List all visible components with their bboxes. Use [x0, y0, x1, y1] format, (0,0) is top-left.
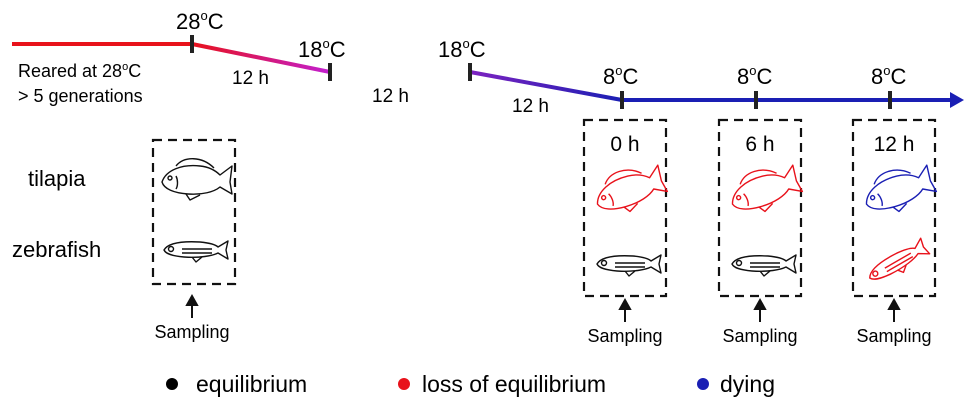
legend-label-dying: dying: [720, 371, 775, 397]
time-label-0h: 0 h: [610, 133, 639, 156]
duration-label: 12 h: [372, 86, 409, 107]
sampling-label: Sampling: [722, 326, 797, 346]
timeline-arrowhead: [950, 92, 964, 108]
time-label-bg: [733, 130, 787, 156]
zebrafish-fish-icon: [596, 254, 662, 277]
rearing-generations-label: > 5 generations: [18, 86, 143, 106]
zebrafish-fish-icon: [869, 237, 931, 280]
time-label-bg: [864, 130, 924, 156]
temp-label-18-b: 18oC: [438, 36, 486, 62]
legend-label-loss-of-equilibrium: loss of equilibrium: [422, 371, 606, 397]
temp-label-8-c: 8oC: [871, 63, 906, 89]
sampling-label: Sampling: [856, 326, 931, 346]
sampling-arrow-icon: [618, 297, 632, 322]
temp-label-8-b: 8oC: [737, 63, 772, 89]
time-label-6h: 6 h: [745, 133, 774, 156]
tilapia-fish-icon: [865, 164, 938, 213]
sample-box: [582, 118, 668, 298]
zebrafish-fish-icon: [163, 240, 229, 263]
duration-label: 12 h: [232, 68, 269, 89]
zebrafish-fish-icon: [731, 254, 797, 277]
temp-label-28: 28oC: [176, 8, 224, 34]
temp-label-18-a: 18oC: [298, 36, 346, 62]
timeline-segment-cooling-1: [191, 42, 331, 74]
legend-label-equilibrium: equilibrium: [196, 371, 307, 397]
rearing-label: Reared at 28oC: [18, 61, 141, 81]
tilapia-fish-icon: [596, 164, 669, 213]
sampling-label: Sampling: [154, 322, 229, 342]
sample-box: [851, 118, 937, 298]
temp-label-8-a: 8oC: [603, 63, 638, 89]
sample-box: [151, 138, 237, 286]
legend-dot-dying: [697, 378, 709, 390]
legend-dot-equilibrium: [166, 378, 178, 390]
time-label-12h: 12 h: [874, 133, 915, 156]
time-label-bg: [598, 130, 652, 156]
legend-dot-loss-of-equilibrium: [398, 378, 410, 390]
sampling-arrow-icon: [753, 297, 767, 322]
sample-box: [717, 118, 803, 298]
tilapia-fish-icon: [161, 158, 233, 201]
species-label-tilapia: tilapia: [28, 166, 86, 191]
sampling-arrow-icon: [185, 293, 199, 318]
sampling-label: Sampling: [587, 326, 662, 346]
species-label-zebrafish: zebrafish: [12, 237, 101, 262]
sampling-arrow-icon: [887, 297, 901, 322]
legend: equilibrium loss of equilibrium dying: [166, 371, 775, 397]
duration-label: 12 h: [512, 96, 549, 117]
tilapia-fish-icon: [731, 164, 804, 213]
timeline-segment-cooling-2: [469, 70, 623, 102]
